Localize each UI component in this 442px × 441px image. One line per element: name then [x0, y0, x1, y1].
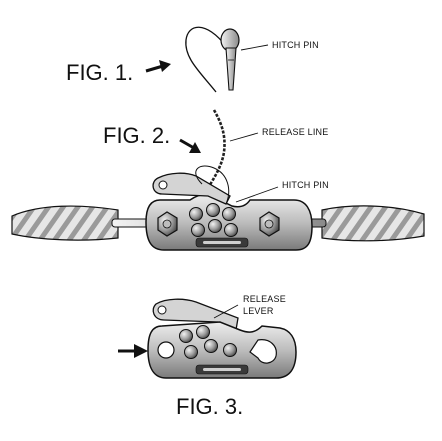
- release-line: [206, 109, 226, 189]
- arrow-right-icon: [118, 344, 148, 358]
- bolt-icon: [259, 211, 280, 237]
- fig2-callout-leader-release-line: [229, 132, 259, 142]
- bolt-icon: [223, 343, 237, 357]
- fig1-label: FIG. 1.: [66, 60, 133, 85]
- fig2-label: FIG. 2.: [103, 123, 170, 148]
- rope-icon: [11, 205, 119, 241]
- bolt-icon: [191, 223, 205, 237]
- fig1-callout-hitch-pin: HITCH PIN: [272, 40, 319, 50]
- arrow-right-icon: [145, 60, 171, 73]
- fig3-callout-leader: [213, 304, 239, 319]
- bolt-icon: [208, 219, 222, 233]
- bolt-icon: [204, 339, 218, 353]
- hitch-pin-icon: [185, 26, 240, 93]
- fig3-callout-release: RELEASE: [243, 294, 286, 304]
- fig2-callout-leader-hitch-pin: [235, 186, 279, 203]
- arrow-right-icon: [179, 138, 201, 153]
- fig2-callout-release-line: RELEASE LINE: [262, 127, 328, 137]
- bolt-icon: [189, 207, 203, 221]
- logo-plate-script: [203, 241, 241, 244]
- rope-icon: [321, 205, 425, 242]
- bolt-icon: [157, 211, 178, 237]
- bolt-icon: [222, 207, 236, 221]
- logo-plate-script: [203, 368, 241, 371]
- bolt-icon: [206, 203, 220, 217]
- bolt-icon: [179, 329, 193, 343]
- bolt-icon: [224, 223, 238, 237]
- fig3-callout-lever: LEVER: [243, 306, 274, 316]
- bolt-icon: [196, 325, 210, 339]
- bolt-icon: [184, 345, 198, 359]
- release-plate-fig2: [145, 165, 313, 251]
- fig1-callout-leader: [240, 44, 269, 51]
- fig2-callout-hitch-pin: HITCH PIN: [282, 180, 329, 190]
- fig3-label: FIG. 3.: [176, 394, 243, 419]
